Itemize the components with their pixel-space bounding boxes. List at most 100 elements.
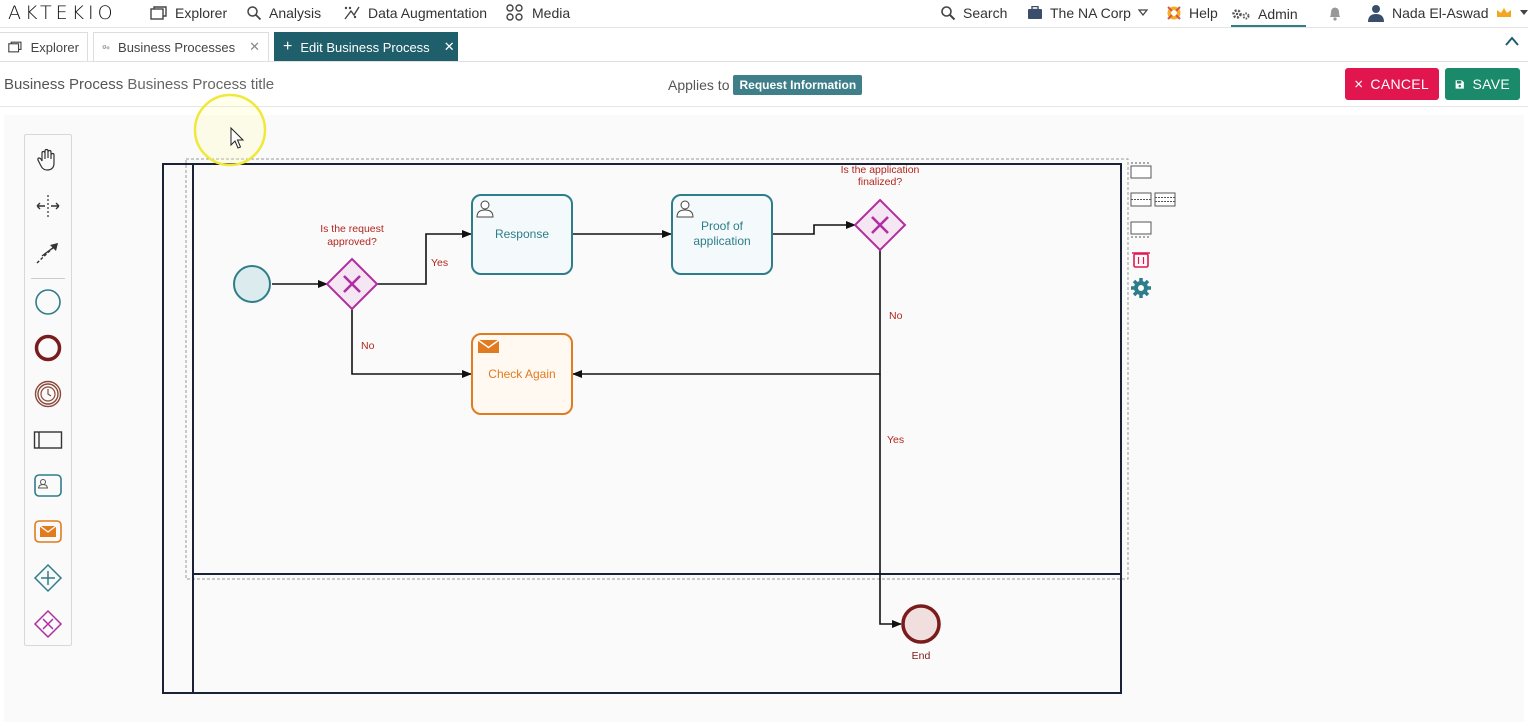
flow-no-label-2: No: [889, 310, 903, 322]
trash-icon[interactable]: [1132, 252, 1150, 268]
close-tab-icon[interactable]: ✕: [249, 39, 260, 54]
connect-tool[interactable]: [33, 237, 63, 267]
applies-to-label: Applies to: [668, 77, 730, 93]
exclusive-gateway-tool[interactable]: [33, 609, 63, 639]
briefcase-icon: [1028, 6, 1042, 19]
tab-edit-business-process-label: Edit Business Process: [300, 39, 430, 55]
end-event-icon: [34, 334, 62, 362]
user-icon: [1368, 5, 1384, 22]
tab-edit-business-process[interactable]: + Edit Business Process ✕: [274, 32, 458, 61]
analysis-icon: [247, 6, 262, 21]
tool-palette: [24, 134, 72, 646]
connect-arrow-icon: [36, 242, 59, 264]
flow-yes-label-2: Yes: [887, 434, 904, 446]
lane-add-above-button[interactable]: [1130, 162, 1152, 179]
bell-icon: [1330, 7, 1340, 21]
end-event-tool[interactable]: [33, 333, 63, 363]
help-lifebuoy-icon: [1167, 6, 1181, 20]
nav-media-label: Media: [532, 5, 571, 21]
gateway2-label-line1: Is the application: [841, 164, 920, 176]
gears-icon: [102, 45, 110, 50]
timer-event-tool[interactable]: [33, 379, 63, 409]
cancel-button-label: CANCEL: [1370, 76, 1429, 92]
media-icon: [506, 4, 523, 21]
flow-yes-label: Yes: [431, 257, 448, 269]
task-response-label: Response: [495, 227, 549, 241]
pool-icon: [33, 431, 63, 449]
aktekio-logo[interactable]: AKTEKIO: [8, 2, 117, 24]
nav-search[interactable]: Search: [940, 3, 1007, 23]
cancel-button[interactable]: CANCEL: [1345, 68, 1439, 100]
gateway-request-approved[interactable]: [325, 257, 379, 311]
flow-proof-to-gateway2[interactable]: [773, 221, 856, 235]
gateway-application-finalized[interactable]: [853, 198, 907, 252]
parallel-gateway-tool[interactable]: [33, 563, 63, 593]
tab-business-processes[interactable]: Business Processes ✕: [93, 32, 269, 61]
applies-to-badge[interactable]: Request Information: [733, 75, 863, 95]
close-icon: [1355, 80, 1363, 88]
user-name: Nada El-Aswad: [1392, 5, 1489, 21]
user-task-tool[interactable]: [33, 471, 63, 501]
data-augmentation-icon: [344, 6, 360, 20]
nav-analysis-label: Analysis: [269, 5, 322, 21]
task-proof-label-line2: application: [693, 234, 750, 248]
notifications-button[interactable]: [1327, 3, 1343, 23]
flow-yes-to-end[interactable]: [879, 374, 902, 628]
tab-business-processes-label: Business Processes: [118, 39, 236, 55]
user-menu[interactable]: Nada El-Aswad: [1367, 3, 1528, 23]
end-event-label: End: [912, 650, 931, 662]
nav-analysis[interactable]: Analysis: [246, 3, 321, 23]
tab-explorer[interactable]: Explorer: [0, 32, 88, 61]
chevron-up-icon: [1505, 36, 1519, 46]
nav-data-augmentation[interactable]: Data Augmentation: [343, 3, 487, 23]
explorer-icon: [150, 6, 167, 20]
message-task-tool[interactable]: [33, 517, 63, 547]
end-event[interactable]: [901, 604, 941, 644]
pool-tool[interactable]: [33, 425, 63, 455]
task-response[interactable]: [471, 194, 573, 275]
business-process-title[interactable]: Business Process title: [127, 76, 275, 93]
nav-media[interactable]: Media: [505, 3, 570, 23]
pool[interactable]: [162, 163, 1122, 694]
company-name: The NA Corp: [1050, 5, 1131, 21]
process-header: Business Process Business Process title …: [0, 62, 1528, 107]
close-tab-icon[interactable]: ✕: [443, 39, 455, 54]
space-tool[interactable]: [33, 191, 63, 221]
message-task-icon: [34, 520, 62, 543]
tab-explorer-label: Explorer: [30, 39, 79, 55]
company-selector[interactable]: The NA Corp: [1027, 3, 1148, 23]
nav-admin-label: Admin: [1258, 6, 1298, 22]
flow-no-to-check-again[interactable]: [351, 309, 472, 378]
collapse-header-button[interactable]: [1504, 34, 1520, 52]
save-button[interactable]: SAVE: [1445, 68, 1520, 100]
gears-icon: [1232, 9, 1250, 20]
timer-event-icon: [34, 380, 62, 408]
crown-icon: [1496, 8, 1511, 17]
flow-yes-to-response[interactable]: [377, 230, 472, 285]
chevron-down-icon: [1519, 10, 1528, 15]
nav-admin[interactable]: Admin: [1231, 3, 1306, 27]
chevron-down-icon: [1137, 9, 1148, 17]
user-task-icon: [34, 474, 62, 497]
task-check-again[interactable]: [471, 333, 573, 415]
palette-separator: [31, 278, 65, 279]
lane-add-below-button[interactable]: [1130, 221, 1152, 238]
task-proof-of-application[interactable]: [671, 194, 773, 275]
explorer-icon: [8, 41, 22, 53]
nav-search-label: Search: [963, 5, 1008, 21]
task-check-again-label: Check Again: [488, 367, 555, 381]
nav-explorer[interactable]: Explorer: [150, 3, 227, 23]
hand-icon: [37, 148, 55, 171]
hand-tool[interactable]: [33, 145, 63, 175]
gateway1-label-line2: approved?: [327, 236, 377, 248]
gear-icon[interactable]: [1131, 278, 1151, 298]
lane-divide-three-button[interactable]: [1154, 192, 1176, 207]
exclusive-gateway-icon: [33, 609, 63, 639]
flow-no-label: No: [361, 340, 375, 352]
lane-divide-two-button[interactable]: [1130, 192, 1152, 207]
nav-help[interactable]: Help: [1166, 3, 1218, 23]
start-event-tool[interactable]: [33, 287, 63, 317]
start-event[interactable]: [233, 265, 271, 303]
mail-icon: [477, 339, 500, 353]
